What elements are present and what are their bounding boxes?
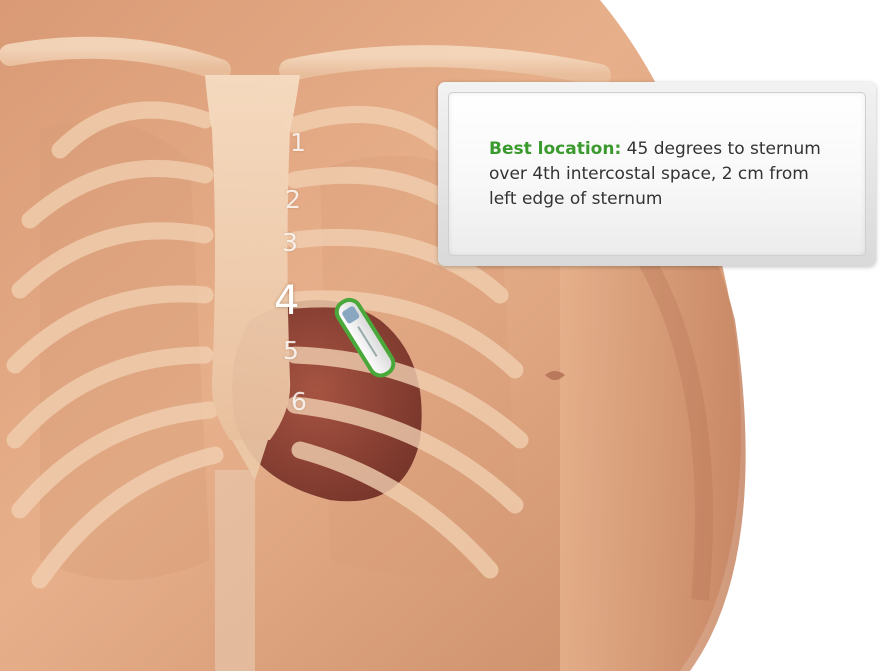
callout-panel: Best location: 45 degrees to sternum ove… — [448, 92, 866, 256]
rib-number-5: 5 — [283, 338, 299, 363]
callout-label: Best location: — [489, 139, 621, 159]
info-callout: Best location: 45 degrees to sternum ove… — [438, 82, 876, 266]
rib-number-6: 6 — [291, 389, 307, 414]
rib-number-4: 4 — [274, 281, 299, 321]
rib-number-3: 3 — [282, 230, 298, 255]
rib-number-1: 1 — [290, 130, 306, 155]
trachea — [215, 470, 255, 671]
rib-number-2: 2 — [285, 187, 301, 212]
sternum — [205, 75, 300, 440]
callout-text: Best location: 45 degrees to sternum ove… — [489, 137, 839, 212]
